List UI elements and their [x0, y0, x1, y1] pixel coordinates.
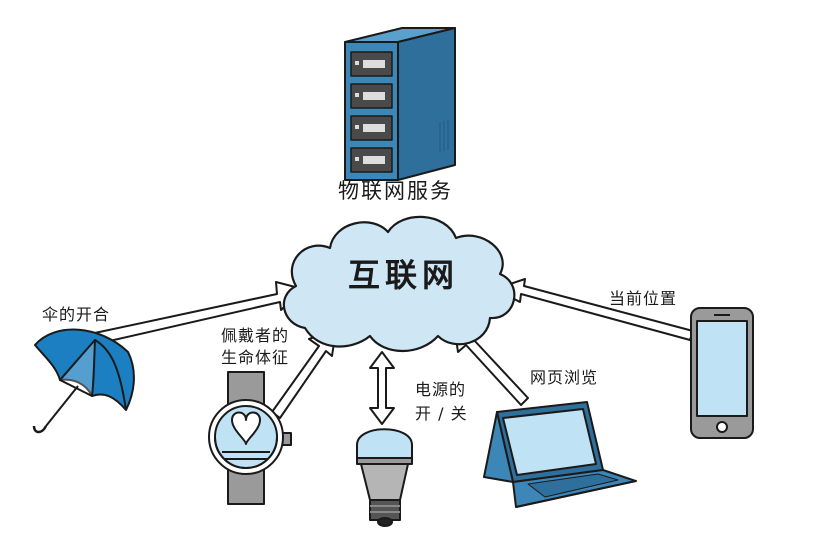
- arrow-bulb-cloud: [369, 351, 395, 425]
- cloud-icon: [282, 215, 516, 353]
- watch-label: 佩戴者的 生命体征: [213, 326, 297, 370]
- watch-label-line1: 佩戴者的: [220, 326, 289, 345]
- umbrella-icon: [32, 328, 135, 434]
- internet-label: 互联网: [348, 256, 460, 294]
- phone-label: 当前位置: [609, 289, 678, 308]
- laptop-label: 网页浏览: [530, 368, 599, 387]
- server-icon: [344, 27, 456, 181]
- bulb-label-line2: 开 / 关: [415, 404, 468, 423]
- umbrella-label: 伞的开合: [42, 305, 111, 324]
- smartwatch-icon: [208, 371, 292, 505]
- bulb-label: 电源的 开 / 关: [415, 380, 468, 428]
- server-label: 物联网服务: [338, 179, 453, 203]
- bulb-label-line1: 电源的: [415, 380, 467, 399]
- watch-label-line2: 生命体征: [220, 348, 289, 367]
- light-bulb-icon: [356, 428, 413, 527]
- smartphone-icon: [690, 307, 754, 439]
- connection-arrows: [89, 278, 694, 425]
- laptop-icon: [483, 401, 637, 508]
